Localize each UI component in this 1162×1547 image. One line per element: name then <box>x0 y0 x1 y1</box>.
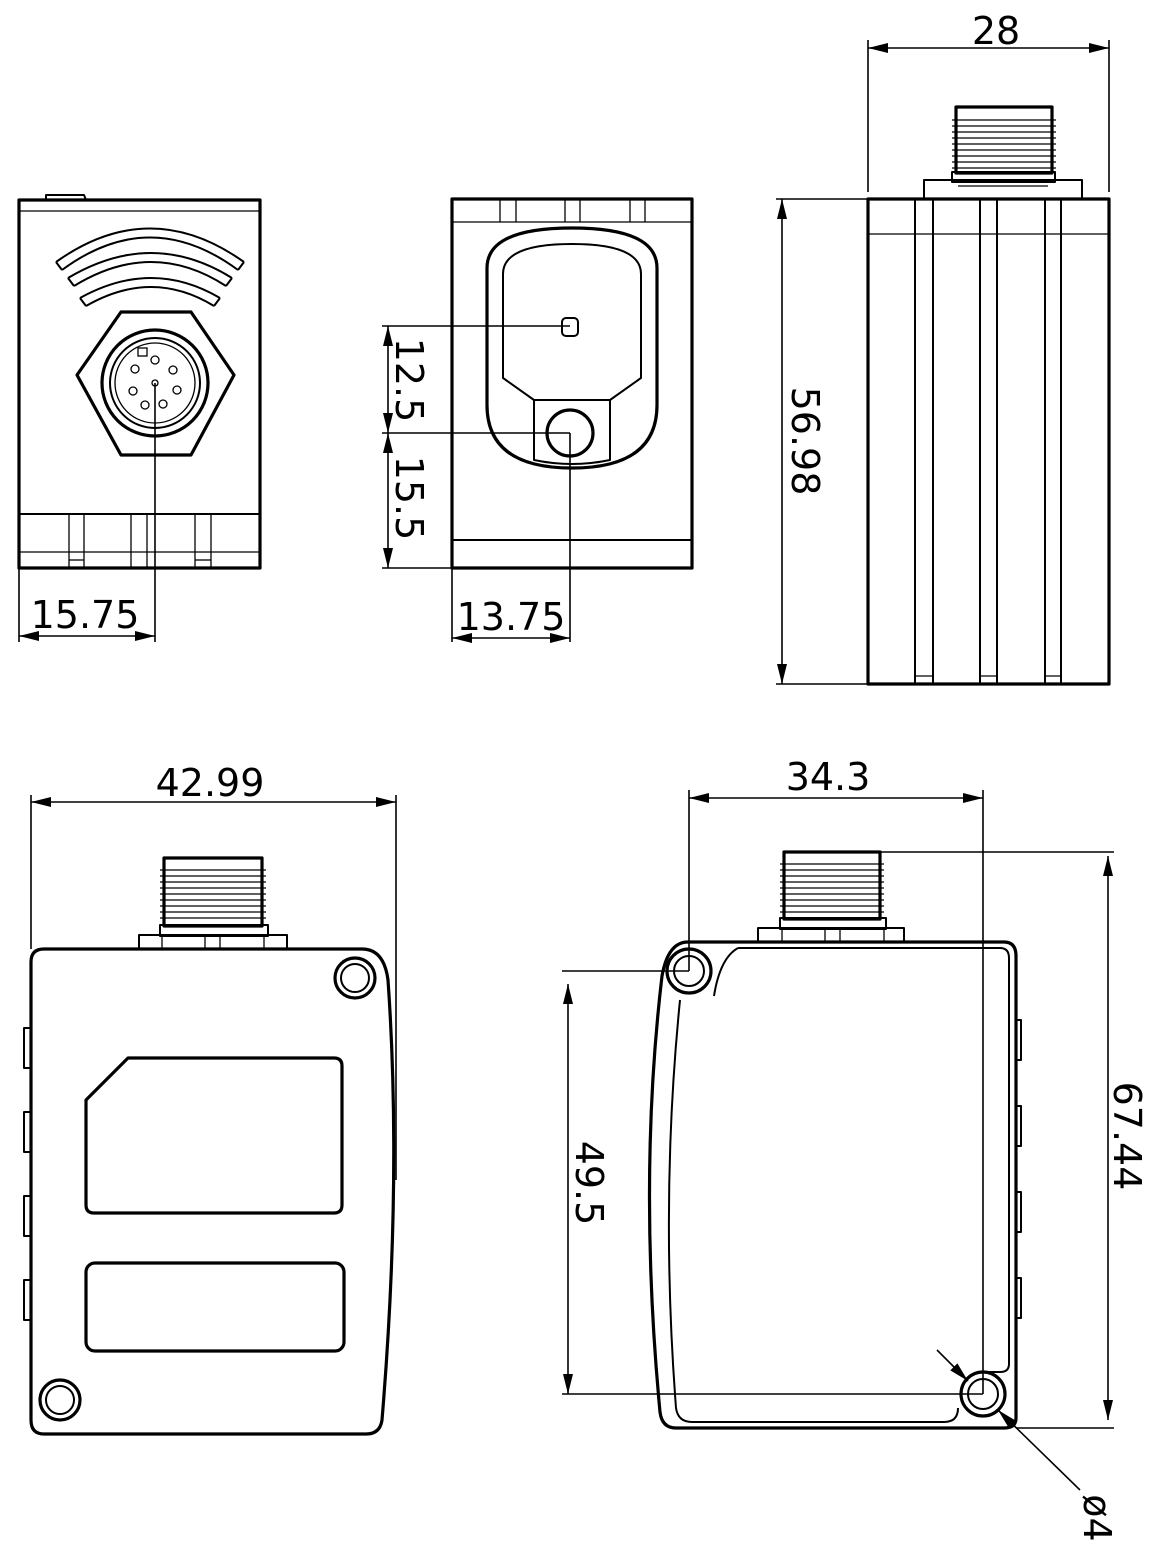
connector-thread-icon <box>923 105 1083 200</box>
side-view: 56.98 28 <box>776 9 1111 686</box>
mounting-view: 34.3 49.5 67.44 ø4 <box>562 755 1149 1542</box>
dimension-label: 15.75 <box>31 593 140 637</box>
dimension-hole-spacing-x: 34.3 <box>688 755 984 1394</box>
led-indicator-icon <box>561 317 579 337</box>
label-window <box>84 1056 344 1215</box>
dimension-label: 42.99 <box>156 761 265 805</box>
dimension-hole-spacing-y: 49.5 <box>562 970 983 1395</box>
connector-thread-icon <box>757 850 905 943</box>
dimension-label: 12.5 <box>387 338 431 423</box>
dimension-label: 34.3 <box>786 755 871 799</box>
dimension-front-connector-offset: 15.75 <box>18 383 156 642</box>
dimension-hole-diameter: ø4 <box>936 1349 1119 1542</box>
dimension-label: 28 <box>972 9 1020 53</box>
dimension-label: 15.5 <box>387 456 431 541</box>
connector-thread-icon <box>138 856 288 950</box>
dimension-rear-height: 67.44 <box>880 851 1149 1429</box>
dimension-label: 49.5 <box>567 1141 611 1226</box>
dimension-label: 67.44 <box>1105 1082 1149 1191</box>
signal-arcs-icon <box>55 227 245 307</box>
dimension-label: ø4 <box>1075 1494 1119 1541</box>
dimension-label: 56.98 <box>783 387 827 496</box>
mounting-hole-icon <box>38 1378 82 1422</box>
sensor-face-view: 12.5 15.5 13.75 <box>382 197 694 643</box>
label-view: 42.99 <box>23 761 397 1436</box>
dimension-side-width: 28 <box>867 9 1110 192</box>
dimension-back-width: 42.99 <box>30 761 397 1180</box>
dimension-face-vertical: 12.5 15.5 <box>382 325 570 569</box>
dimension-face-horizontal: 13.75 <box>451 433 571 643</box>
label-plate <box>84 1261 346 1353</box>
dimension-side-height: 56.98 <box>776 198 868 685</box>
dimension-label: 13.75 <box>457 595 566 639</box>
mounting-hole-icon <box>333 956 377 1000</box>
front-view: 15.75 <box>17 194 262 642</box>
